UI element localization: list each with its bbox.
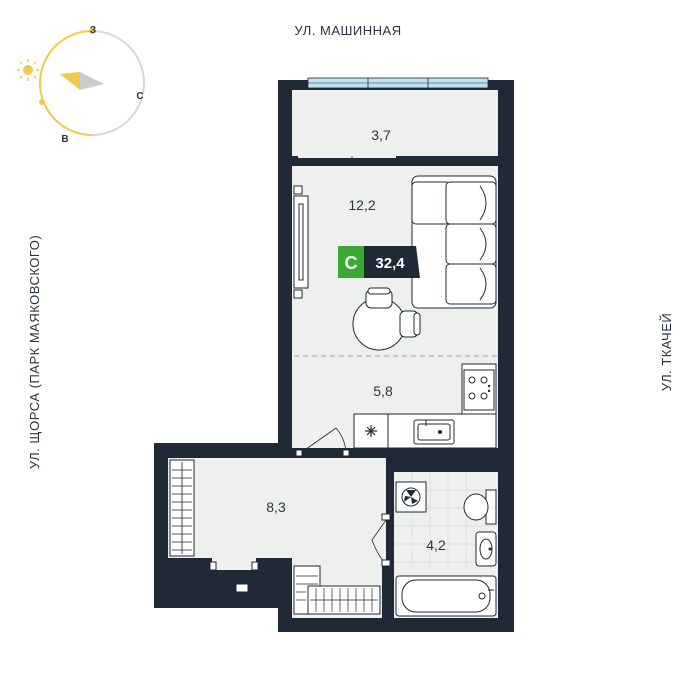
top-window — [307, 77, 489, 89]
total-area-badge: С 32,4 — [338, 246, 420, 278]
fridge — [353, 413, 389, 449]
balcony-door — [209, 561, 259, 593]
kitchen-area: 5,8 — [373, 383, 393, 399]
kitchen-counter — [353, 363, 497, 449]
balcony-floor — [292, 90, 498, 158]
balcony-area: 3,7 — [371, 127, 391, 143]
washing-machine — [395, 481, 427, 513]
bathtub — [395, 575, 497, 617]
compass: З С В — [17, 25, 145, 145]
hall-area: 8,3 — [266, 499, 286, 515]
badge-total-area: 32,4 — [375, 255, 405, 272]
kitchen-door — [295, 427, 350, 457]
badge-area-box — [364, 246, 420, 278]
compass-track — [91, 30, 145, 136]
chair-right — [399, 310, 421, 338]
compass-sun-arc — [39, 30, 93, 136]
badge-type-box — [338, 246, 364, 278]
stove — [463, 369, 495, 411]
sun-icon — [17, 59, 39, 81]
compass-needle — [60, 72, 104, 90]
bathroom-sink — [475, 531, 497, 567]
hall-radiator — [169, 459, 195, 557]
sofa — [411, 175, 497, 309]
bathroom-area: 4,2 — [426, 537, 446, 553]
bathroom-door — [371, 513, 391, 567]
hall-floor — [168, 458, 386, 618]
hall-wardrobe — [293, 565, 381, 615]
interior-walls — [168, 90, 514, 620]
wall-cabinet — [293, 185, 309, 299]
badge-type-letter: С — [345, 253, 358, 273]
floors — [168, 90, 498, 618]
compass-west-label: З — [90, 25, 96, 36]
street-right-label: УЛ. ТКАЧЕЙ — [659, 313, 674, 391]
compass-south-label: С — [136, 91, 143, 102]
toilet — [463, 489, 497, 525]
dining-table — [352, 287, 421, 351]
street-left-label: УЛ. ЩОРСА (ПАРК МАЯКОВСКОГО) — [27, 235, 42, 469]
chair-top — [365, 287, 393, 309]
street-top-label: УЛ. МАШИННАЯ — [294, 23, 401, 38]
living-area: 12,2 — [348, 197, 375, 213]
kitchen-sink — [413, 419, 455, 445]
compass-east-label: В — [61, 134, 68, 145]
